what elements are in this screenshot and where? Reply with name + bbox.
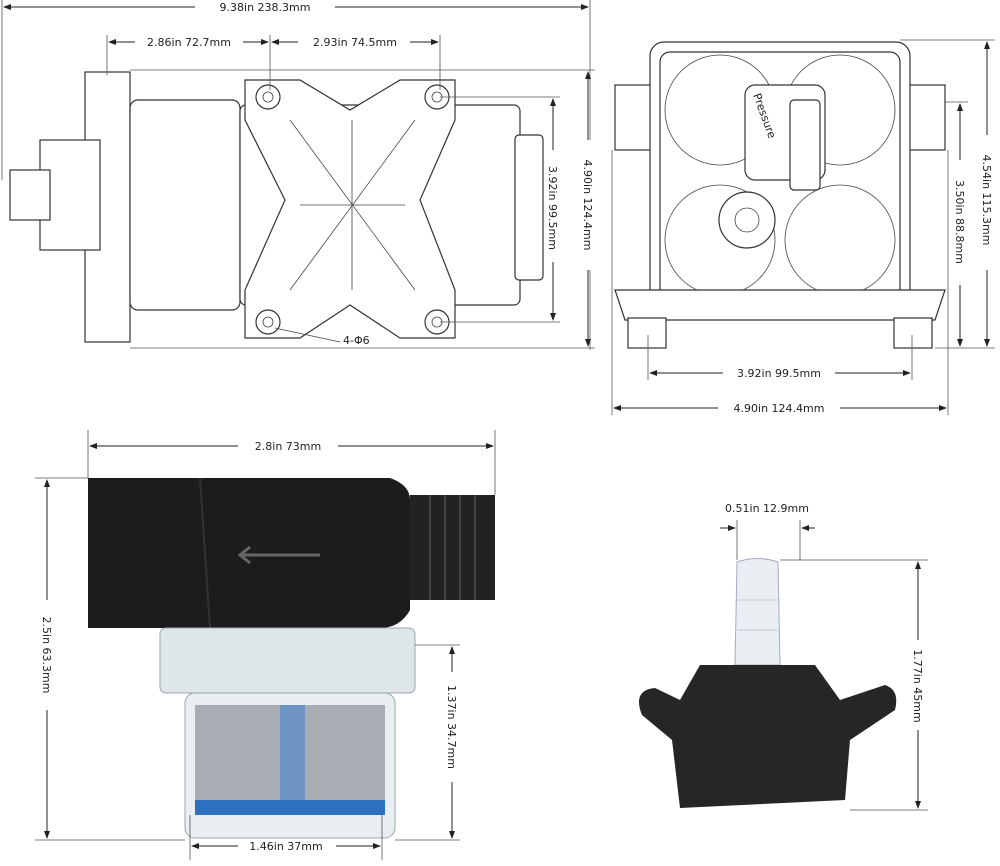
strainer: 2.8in 73mm 2.5in 63.3mm 1.37in 34.7mm 1.…	[35, 430, 496, 860]
front-height-label: 4.54in 115.3mm	[980, 155, 993, 246]
barb-diameter-label: 0.51in 12.9mm	[725, 502, 809, 515]
overall-height-label: 4.90in 124.4mm	[581, 160, 594, 251]
hose-barb: 0.51in 12.9mm 1.77in 45mm	[638, 502, 928, 811]
mount-height-label: 3.92in 99.5mm	[546, 166, 559, 250]
flow-arrow-icon	[237, 545, 320, 565]
pump-side-view: 4-Φ6 9.38in 238.3mm 2.86in 72.7mm 2.93in…	[1, 0, 595, 350]
mount-hole	[255, 309, 281, 335]
left-spacing-label: 2.86in 72.7mm	[147, 36, 231, 49]
mount-hole	[255, 84, 281, 110]
port-height-label: 3.50in 88.8mm	[953, 180, 966, 264]
mount-width-label: 3.92in 99.5mm	[737, 367, 821, 380]
overall-width-label: 4.90in 124.4mm	[734, 402, 825, 415]
hole-note: 4-Φ6	[343, 334, 370, 347]
bowl-height-label: 1.37in 34.7mm	[445, 685, 458, 769]
right-spacing-label: 2.93in 74.5mm	[313, 36, 397, 49]
strainer-width-label: 2.8in 73mm	[255, 440, 321, 453]
mount-hole	[424, 84, 450, 110]
barb-height-label: 1.77in 45mm	[911, 649, 924, 722]
overall-length-label: 9.38in 238.3mm	[220, 1, 311, 14]
pump-front-view: Pressure 4.54in 115.3mm 3.50in 88.8mm 3.…	[611, 39, 995, 415]
strainer-height-label: 2.5in 63.3mm	[40, 617, 53, 694]
bowl-width-label: 1.46in 37mm	[249, 840, 322, 853]
